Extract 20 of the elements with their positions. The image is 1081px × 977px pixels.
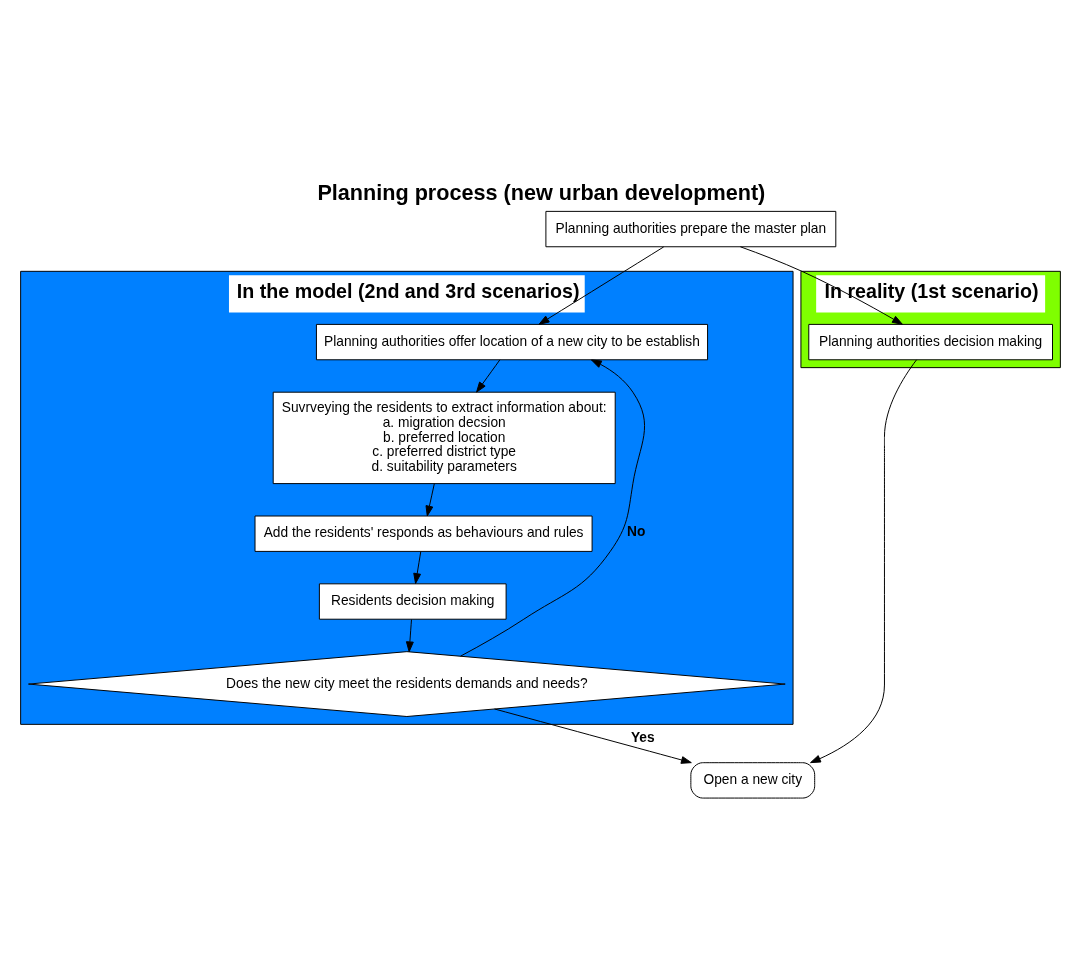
edge-label: No: [626, 523, 646, 539]
node-box: Suvrveying the residents to extract information about: a. migration decsion b. preferred location c. preferred district type d. suitability parameters: [272, 391, 616, 484]
node-box: Add the residents' responds as behaviours and rules: [254, 515, 593, 552]
arrow: [538, 245, 665, 325]
node-box: Planning authorities prepare the master plan: [545, 210, 837, 247]
node-box: Residents decision making: [318, 582, 507, 620]
arrow: [405, 618, 414, 652]
arrow: [494, 708, 692, 764]
node-box: Planning authorities offer location of a new city to be establish: [315, 323, 709, 360]
edge-label: Yes: [630, 729, 655, 745]
node-box: Open a new city: [690, 761, 816, 799]
arrow: [460, 358, 645, 657]
node-box: Planning authorities decision making: [808, 323, 1053, 360]
arrow: [810, 358, 917, 763]
diagram-title: Planning process (new urban development): [317, 179, 766, 205]
arrow: [425, 482, 435, 516]
node-diamond: Does the new city meet the residents demands and needs?: [28, 650, 786, 717]
arrow: [739, 245, 903, 325]
arrow: [413, 550, 422, 584]
arrow: [476, 358, 501, 393]
